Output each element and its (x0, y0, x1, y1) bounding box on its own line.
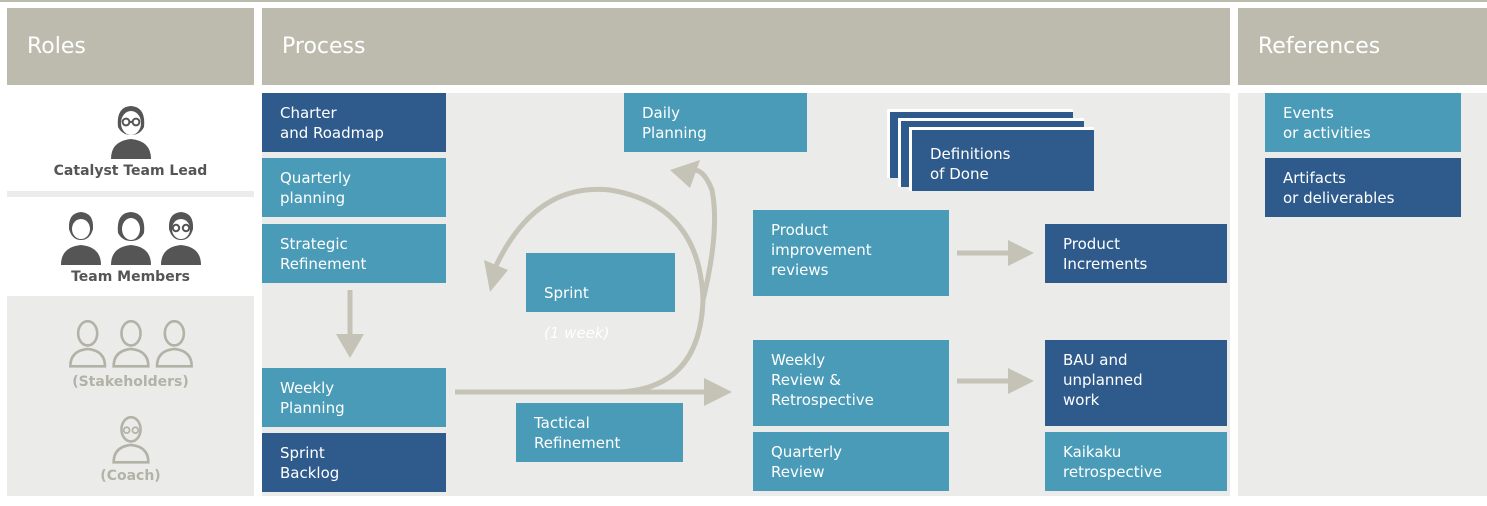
product-increments-artifact: Product Increments (1045, 224, 1227, 283)
charter-roadmap-artifact: Charter and Roadmap (262, 93, 446, 152)
legend-artifacts: Artifacts or deliverables (1265, 158, 1461, 217)
bau-unplanned-work-artifact: BAU and unplanned work (1045, 340, 1227, 426)
role-catalyst-team-lead: Catalyst Team Lead (7, 93, 254, 191)
product-improvement-reviews-event: Product improvement reviews (753, 210, 949, 296)
top-divider (0, 0, 1487, 2)
people-group-icon (60, 212, 201, 265)
role-team-members: Team Members (7, 197, 254, 296)
role-coach: (Coach) (7, 412, 254, 496)
kaikaku-retrospective-event: Kaikaku retrospective (1045, 432, 1227, 491)
role-label: (Stakeholders) (72, 374, 189, 390)
people-group-icon (68, 319, 193, 368)
weekly-review-retrospective-event: Weekly Review & Retrospective (753, 340, 949, 426)
daily-planning-event: Daily Planning (624, 93, 807, 152)
weekly-planning-event: Weekly Planning (262, 368, 446, 427)
references-header: References (1238, 8, 1487, 85)
person-glasses-icon (111, 415, 150, 464)
sprint-title: Sprint (544, 284, 589, 302)
person-glasses-icon (110, 106, 151, 159)
sprint-duration: (1 week) (544, 324, 610, 342)
definitions-of-done-artifact: Definitions of Done (909, 127, 1094, 191)
quarterly-planning-event: Quarterly planning (262, 158, 446, 217)
quarterly-review-event: Quarterly Review (753, 432, 949, 491)
role-label: Catalyst Team Lead (53, 163, 208, 179)
sprint-backlog-artifact: Sprint Backlog (262, 433, 446, 492)
role-label: Team Members (71, 269, 190, 285)
role-label: (Coach) (100, 468, 161, 484)
process-header: Process (262, 8, 1230, 85)
strategic-refinement-event: Strategic Refinement (262, 224, 446, 283)
role-stakeholders: (Stakeholders) (7, 316, 254, 406)
roles-header: Roles (7, 8, 254, 85)
tactical-refinement-event: Tactical Refinement (516, 403, 683, 462)
legend-events: Events or activities (1265, 93, 1461, 152)
sprint-event: Sprint (1 week) (526, 253, 675, 342)
